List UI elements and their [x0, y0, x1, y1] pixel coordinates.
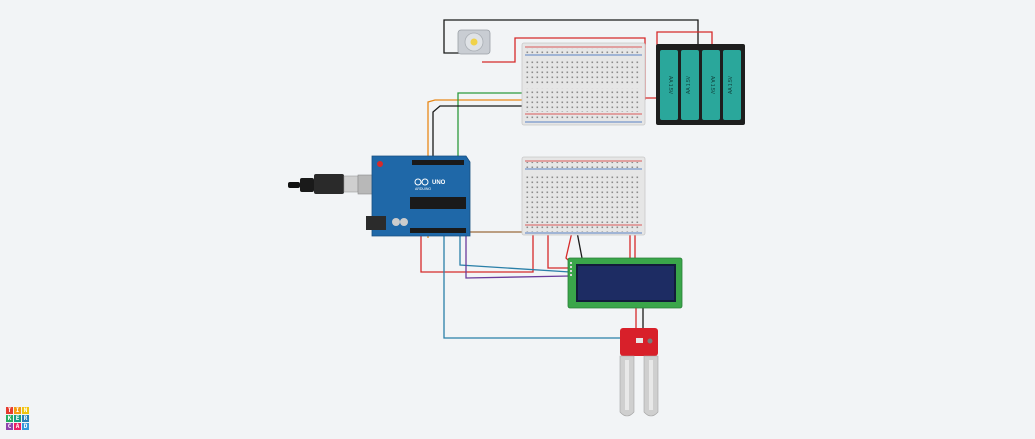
- battery-cell: AA 1.5V: [681, 50, 699, 120]
- battery-cell: AA 1.5V: [702, 50, 720, 120]
- lcd-screen: [578, 266, 674, 300]
- battery-cell-label: AA 1.5V: [667, 76, 673, 95]
- battery-cell-label: AA 1.5V: [728, 75, 734, 94]
- wire-green[interactable]: [457, 92, 530, 162]
- lcd-16x2[interactable]: [567, 257, 683, 309]
- battery-cell: AA 1.5V: [723, 50, 741, 120]
- logo-letter: I: [14, 407, 21, 414]
- sensor-led-icon: [647, 338, 653, 344]
- breadboard-bottom[interactable]: [521, 156, 646, 236]
- logo-letter: C: [6, 423, 13, 430]
- wire-lcd-blue[interactable]: [459, 232, 571, 273]
- battery-cell-label: AA 1.5V: [686, 75, 692, 94]
- arduino-uno[interactable]: UNO ARDUINO: [366, 155, 471, 237]
- battery-pack[interactable]: AA 1.5V AA 1.5V AA 1.5V AA 1.5V: [656, 44, 745, 125]
- infinity-logo-icon: [414, 178, 429, 186]
- wire-bb-lcd-3[interactable]: [576, 231, 583, 259]
- soil-moisture-sensor[interactable]: [619, 328, 659, 417]
- wire-lcd-purple[interactable]: [465, 232, 571, 279]
- reset-button-icon[interactable]: [377, 161, 383, 167]
- logo-letter: D: [22, 423, 29, 430]
- logo-letter: A: [14, 423, 21, 430]
- logo-letter: T: [6, 407, 13, 414]
- battery-cell-label: AA 1.5V: [709, 76, 715, 95]
- logo-letter: N: [22, 407, 29, 414]
- battery-cell: AA 1.5V: [660, 50, 678, 120]
- arduino-logo-text: UNO: [432, 180, 446, 186]
- usb-cable[interactable]: [288, 174, 377, 195]
- arduino-brand-text: ARDUINO: [415, 187, 431, 191]
- dc-motor[interactable]: [457, 29, 491, 55]
- wire-motor-black[interactable]: [443, 19, 699, 54]
- wire-battery-red[interactable]: [640, 31, 713, 99]
- motor-shaft-icon: [470, 38, 478, 46]
- wire-red-power[interactable]: [420, 230, 534, 273]
- breadboard-top[interactable]: [521, 42, 646, 126]
- wire-bb-lcd-2[interactable]: [565, 231, 573, 261]
- logo-letter: R: [22, 415, 29, 422]
- wire-bb-lcd-1[interactable]: [547, 232, 570, 269]
- logo-letter: K: [6, 415, 13, 422]
- logo-letter: E: [14, 415, 21, 422]
